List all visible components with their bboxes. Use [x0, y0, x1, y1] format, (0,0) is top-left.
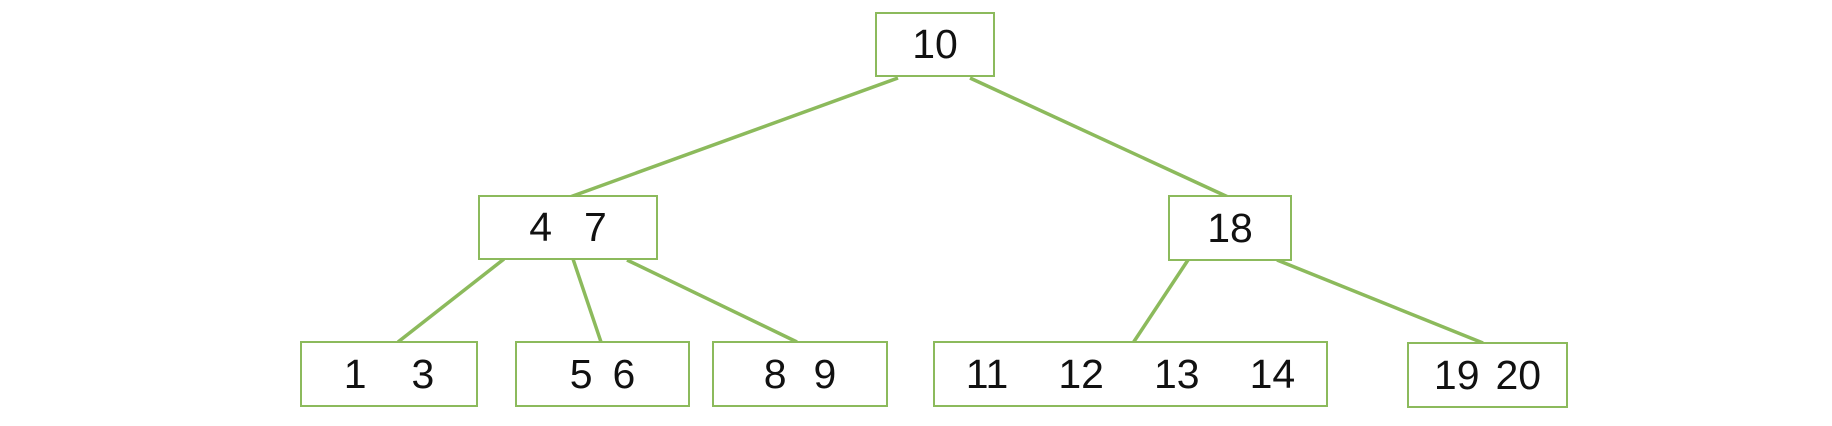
tree-node-n18: 18	[1168, 195, 1292, 261]
tree-edge-root-to-n18	[969, 76, 1229, 199]
node-key: 6	[612, 350, 636, 397]
tree-edge-n4-7-to-n5-6	[571, 258, 603, 343]
node-key: 10	[912, 21, 958, 67]
node-key: 19	[1433, 351, 1480, 398]
tree-node-root: 10	[875, 12, 995, 77]
tree-edge-n4-7-to-n8-9	[626, 258, 798, 344]
tree-edge-n4-7-to-n1-3	[396, 257, 506, 344]
node-key: 7	[584, 204, 607, 250]
node-key: 9	[813, 350, 837, 397]
tree-edge-root-to-n4-7	[569, 76, 899, 199]
node-key: 8	[763, 350, 787, 397]
tree-edge-n18-to-n11-14	[1131, 259, 1190, 344]
node-key: 14	[1249, 350, 1296, 397]
node-key: 4	[529, 204, 552, 250]
tree-node-n11-14: 11 12 13 14	[933, 341, 1328, 407]
node-key: 20	[1495, 351, 1542, 398]
node-key: 3	[411, 350, 435, 397]
node-key: 11	[965, 350, 1009, 397]
node-key: 18	[1207, 204, 1253, 251]
tree-edge-n18-to-n19-20	[1276, 258, 1484, 345]
node-key: 12	[1058, 350, 1104, 397]
node-key: 5	[569, 350, 593, 397]
node-key: 13	[1153, 350, 1200, 397]
node-key: 1	[343, 350, 367, 397]
